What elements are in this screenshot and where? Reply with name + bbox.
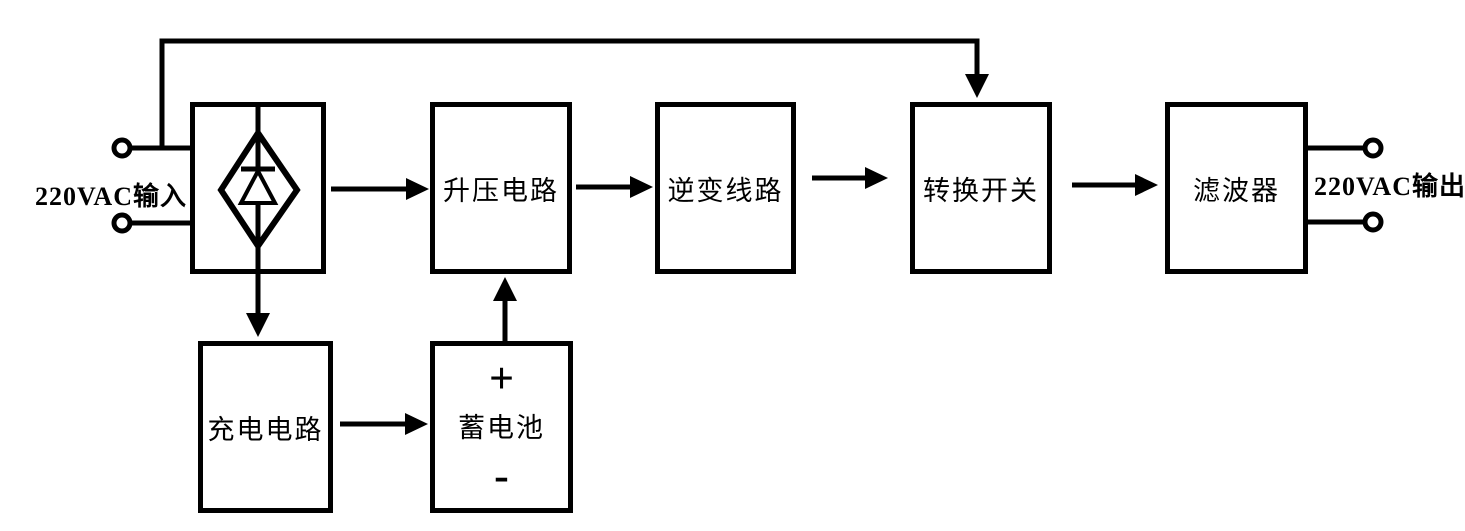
block-battery-label: 蓄电池 — [458, 413, 545, 443]
block-boost-label: 升压电路 — [443, 175, 559, 206]
block-charger-circuit: 充电电路 — [198, 341, 333, 513]
block-inverter-label: 逆变线路 — [667, 175, 784, 206]
block-rectifier — [190, 102, 326, 274]
block-inverter-circuit: 逆变线路 — [655, 102, 796, 274]
block-battery: + 蓄电池 - — [430, 341, 573, 513]
arrowhead-rectifier-to-charger-icon — [246, 313, 270, 337]
arrowhead-battery-to-boost-icon — [493, 277, 517, 301]
battery-negative-sign: - — [494, 451, 509, 500]
input-label: 220VAC输入 — [35, 182, 187, 211]
output-label: 220VAC输出 — [1314, 172, 1465, 201]
input-terminal-top-icon — [111, 137, 133, 159]
arrowhead-inverter-to-transfer-icon — [865, 167, 888, 189]
output-terminal-bottom-icon — [1362, 211, 1384, 233]
input-terminal-bottom-icon — [111, 212, 133, 234]
block-charger-label: 充电电路 — [207, 414, 324, 445]
battery-content: + 蓄电池 - — [458, 346, 545, 508]
arrowhead-transfer-to-filter-icon — [1135, 174, 1158, 196]
block-boost-circuit: 升压电路 — [430, 102, 572, 274]
block-transfer-switch-label: 转换开关 — [923, 175, 1039, 206]
block-filter-label: 滤波器 — [1193, 175, 1280, 206]
arrowhead-boost-to-inverter-icon — [630, 176, 653, 198]
arrowhead-bypass-to-transfer-icon — [965, 74, 989, 98]
block-transfer-switch: 转换开关 — [910, 102, 1052, 274]
arrowhead-charger-to-battery-icon — [405, 413, 428, 435]
output-terminal-top-icon — [1362, 137, 1384, 159]
block-filter: 滤波器 — [1165, 102, 1308, 274]
rectifier-diode-icon — [217, 102, 301, 313]
bypass-wire — [159, 38, 980, 148]
arrowhead-rectifier-to-boost-icon — [406, 178, 429, 200]
battery-positive-sign: + — [488, 354, 515, 403]
